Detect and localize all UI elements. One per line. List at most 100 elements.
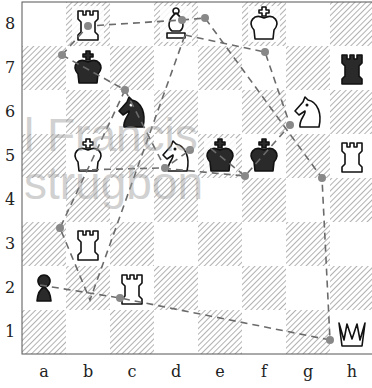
piece-ground — [72, 6, 104, 42]
board-square — [242, 2, 286, 46]
board-square — [66, 266, 110, 310]
board-square — [286, 266, 330, 310]
squares — [22, 2, 372, 354]
board-square — [330, 90, 372, 134]
board-square — [330, 222, 372, 266]
board-square — [198, 178, 242, 222]
line-dot — [318, 174, 326, 182]
board-square — [286, 46, 330, 90]
piece-shape — [251, 149, 277, 171]
board-square — [242, 90, 286, 134]
piece-ground — [72, 50, 104, 86]
piece-shape — [295, 97, 320, 127]
rank-label: 8 — [5, 16, 15, 32]
file-label: c — [128, 364, 137, 380]
board-square — [198, 90, 242, 134]
piece-shape — [78, 231, 98, 260]
board-square — [286, 134, 330, 178]
board-square — [242, 310, 286, 354]
board-square — [110, 46, 154, 90]
watermark: strugbon — [24, 160, 203, 206]
line-dot — [201, 14, 209, 22]
line-dot — [286, 121, 294, 129]
rank-label: 2 — [5, 280, 15, 296]
chess-piece — [248, 6, 280, 42]
board-square — [22, 310, 66, 354]
piece-ground — [336, 314, 368, 350]
line-dot — [261, 48, 269, 56]
chess-piece — [336, 138, 368, 174]
board-square — [198, 46, 242, 90]
board-square — [330, 310, 372, 354]
piece-shape — [78, 11, 98, 40]
line-dot — [326, 336, 334, 344]
piece-shape — [342, 143, 362, 172]
chess-piece — [336, 50, 368, 86]
piece-ground — [248, 6, 280, 42]
line-dot — [84, 22, 92, 30]
line-dot — [116, 294, 124, 302]
board-square — [154, 222, 198, 266]
file-label: a — [39, 364, 49, 380]
file-label: e — [215, 364, 224, 380]
rank-label: 3 — [5, 236, 15, 252]
board-square — [154, 46, 198, 90]
piece-ground — [248, 138, 280, 174]
line-dot — [241, 172, 249, 180]
piece-shape — [342, 55, 362, 84]
dashed-line — [62, 20, 182, 55]
watermark: l Francis — [24, 112, 198, 158]
board-square — [330, 2, 372, 46]
piece-shape — [75, 61, 101, 83]
chess-piece — [160, 6, 192, 42]
piece-shape — [207, 149, 233, 171]
board-square — [286, 222, 330, 266]
board-square — [154, 2, 198, 46]
line-dot — [121, 86, 129, 94]
board-square — [22, 266, 66, 310]
board-square — [330, 134, 372, 178]
board-square — [242, 178, 286, 222]
board-square — [22, 2, 66, 46]
chess-piece — [72, 226, 104, 262]
line-dot — [58, 51, 66, 59]
dashed-line — [182, 18, 330, 340]
board-square — [330, 46, 372, 90]
board-square — [198, 266, 242, 310]
rank-label: 4 — [5, 192, 15, 208]
piece-shape — [83, 51, 93, 60]
piece-shape — [339, 323, 365, 346]
board-square — [330, 266, 372, 310]
piece-ground — [160, 6, 192, 42]
board-square — [242, 266, 286, 310]
rank-label: 5 — [5, 148, 15, 164]
board-square — [66, 310, 110, 354]
file-label: f — [261, 364, 267, 380]
piece-ground — [292, 94, 324, 130]
line-dot — [178, 16, 186, 24]
piece-shape — [251, 17, 277, 39]
rank-label: 1 — [5, 324, 15, 340]
file-label: g — [303, 364, 313, 380]
piece-shape — [259, 7, 269, 16]
rank-label: 7 — [5, 60, 15, 76]
piece-shape — [215, 139, 225, 148]
chess-piece — [72, 6, 104, 42]
chess-piece — [292, 94, 324, 130]
file-label: h — [347, 364, 357, 380]
board-square — [154, 310, 198, 354]
board-square — [198, 310, 242, 354]
board-square — [66, 46, 110, 90]
file-label: d — [171, 364, 181, 380]
board-square — [330, 178, 372, 222]
board-square — [22, 46, 66, 90]
board-square — [110, 222, 154, 266]
dashed-line — [185, 35, 290, 176]
board-border — [22, 2, 372, 354]
board-square — [22, 222, 66, 266]
piece-shape — [167, 33, 185, 38]
chess-piece — [72, 50, 104, 86]
board-square — [110, 310, 154, 354]
rank-label: 6 — [5, 104, 15, 120]
